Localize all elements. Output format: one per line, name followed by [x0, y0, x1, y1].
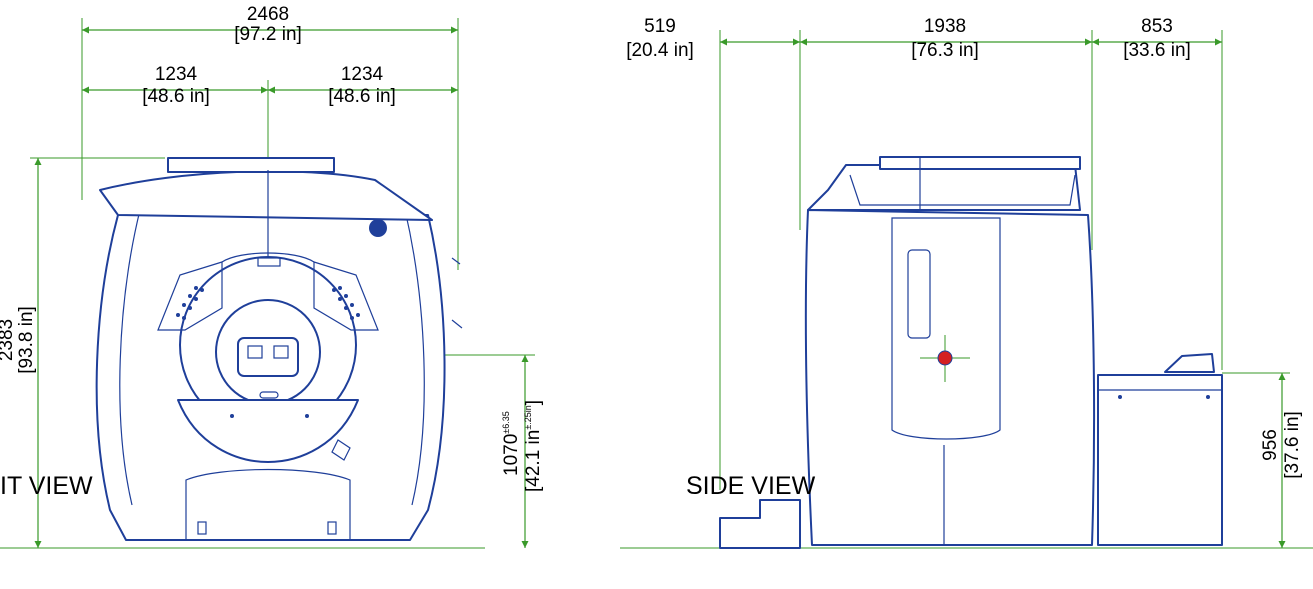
side-body-in: [76.3 in]	[911, 40, 979, 61]
front-half-left-in: [48.6 in]	[142, 86, 210, 107]
side-table-height-in: [37.6 in]	[1282, 411, 1303, 479]
front-base-plinth	[185, 468, 351, 540]
front-bore-height-mm: 1070±6.35	[501, 411, 522, 476]
side-magnet-body	[804, 209, 1096, 546]
front-bore-height-in: [42.1 in±.25in]	[523, 400, 544, 492]
side-isocenter-marker	[937, 350, 953, 366]
front-table-slot-left	[247, 345, 263, 359]
front-half-left-mm: 1234	[155, 64, 198, 85]
side-front-mm: 853	[1141, 16, 1173, 37]
side-front-in: [33.6 in]	[1123, 40, 1191, 61]
side-rear-in: [20.4 in]	[626, 40, 694, 61]
front-height-in: [93.8 in]	[16, 306, 37, 374]
front-table-handle	[259, 391, 279, 399]
front-width-mm: 2468	[247, 4, 289, 25]
front-left-control-panel	[157, 261, 223, 331]
front-right-panel-buttons	[332, 286, 360, 320]
front-housing-right-edge	[404, 209, 425, 506]
front-housing-left-edge	[119, 209, 141, 506]
front-width-in: [97.2 in]	[234, 24, 302, 45]
front-top-box	[167, 157, 335, 173]
front-left-panel-buttons	[176, 286, 204, 320]
side-view-title: SIDE VIEW	[686, 472, 816, 500]
front-table-slot-right	[273, 345, 289, 359]
side-front-panel	[891, 217, 1001, 440]
front-patient-table-end	[237, 337, 299, 377]
front-right-control-panel	[313, 261, 379, 331]
front-cradle-latch	[331, 439, 351, 461]
front-table-cradle	[177, 399, 359, 463]
front-top-arc	[221, 252, 315, 263]
front-base-foot-right	[327, 521, 337, 535]
front-half-right-mm: 1234	[341, 64, 384, 85]
front-top-display	[257, 257, 281, 267]
front-side-tabs	[451, 257, 463, 329]
side-top-shroud	[849, 174, 1076, 206]
front-top-cover	[99, 170, 433, 221]
side-rear-mm: 519	[644, 16, 676, 37]
side-table-headrest	[1164, 353, 1215, 373]
side-table-height-mm: 956	[1260, 429, 1281, 461]
side-patient-table	[1097, 374, 1223, 546]
front-indicator-dot	[369, 219, 387, 237]
front-height-mm: 2383	[0, 319, 17, 361]
front-base-foot-left	[197, 521, 207, 535]
side-body-mm: 1938	[924, 16, 966, 37]
side-rear-step	[719, 499, 801, 549]
front-half-right-in: [48.6 in]	[328, 86, 396, 107]
side-top-cover	[807, 164, 1081, 211]
side-view: 519 [20.4 in] 1938 [76.3 in] 853 [33.6 i…	[620, 16, 1313, 549]
front-view: 2468 [97.2 in] 1234 [48.6 in] 1234 [48.6…	[0, 4, 544, 549]
front-view-title: IT VIEW	[0, 472, 93, 500]
side-top-box	[879, 156, 1081, 170]
side-window	[907, 249, 931, 339]
